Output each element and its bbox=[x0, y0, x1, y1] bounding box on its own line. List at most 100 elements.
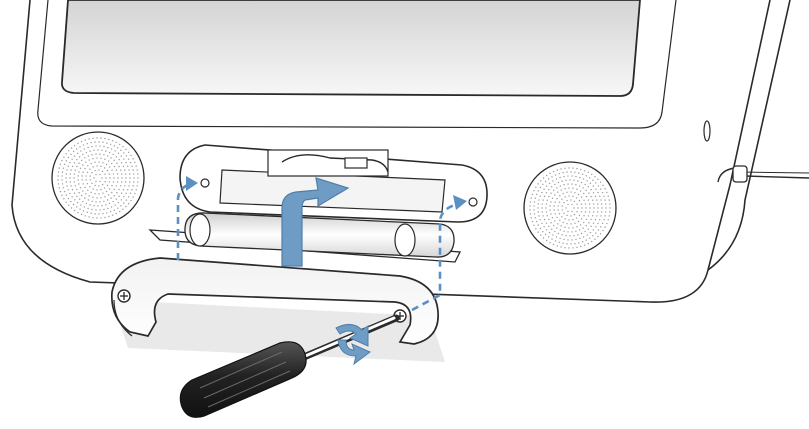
speaker-dot bbox=[538, 199, 540, 201]
memory-slot-area bbox=[267, 149, 389, 177]
speaker-dot bbox=[82, 200, 84, 203]
speaker-dot bbox=[580, 203, 583, 205]
bezel-inner-line bbox=[37, 0, 677, 129]
speaker-dot bbox=[80, 140, 83, 143]
speaker-dot bbox=[73, 177, 75, 179]
speaker-dot bbox=[592, 211, 595, 213]
speaker-dot bbox=[86, 171, 89, 173]
speaker-dot bbox=[127, 165, 129, 167]
speaker-dot bbox=[125, 177, 127, 179]
speaker-dot bbox=[557, 191, 559, 193]
speaker-dot bbox=[59, 163, 62, 166]
speaker-dot bbox=[585, 207, 587, 209]
speaker-dot bbox=[94, 184, 96, 187]
speaker-dot bbox=[72, 203, 75, 206]
speaker-dot bbox=[111, 169, 113, 171]
speaker-dot bbox=[132, 158, 134, 160]
speaker-dot bbox=[543, 218, 546, 221]
speaker-dot bbox=[85, 193, 87, 195]
speaker-dot bbox=[116, 192, 118, 194]
speaker-dot bbox=[93, 149, 95, 151]
speaker-dot bbox=[129, 192, 132, 195]
speaker-dot bbox=[132, 196, 134, 198]
speaker-dot bbox=[563, 175, 565, 178]
speaker-dot bbox=[78, 162, 80, 164]
speaker-dot bbox=[131, 188, 133, 191]
speaker-dot bbox=[129, 161, 132, 164]
speaker-dot bbox=[590, 188, 592, 191]
speaker-dot bbox=[108, 166, 111, 168]
speaker-dot bbox=[563, 212, 565, 214]
speaker-dot bbox=[596, 199, 598, 201]
speaker-dot bbox=[542, 215, 544, 217]
speaker-dot bbox=[70, 153, 72, 156]
speaker-dot bbox=[125, 161, 127, 164]
speaker-dot bbox=[61, 175, 63, 177]
speaker-dot bbox=[585, 195, 588, 198]
speaker-dot bbox=[106, 155, 109, 157]
speaker-dot bbox=[597, 178, 599, 181]
speaker-dot bbox=[566, 243, 568, 245]
speaker-dot bbox=[107, 146, 109, 149]
speaker-dot bbox=[74, 185, 77, 187]
speaker-dot bbox=[578, 242, 580, 244]
speaker-dot bbox=[118, 195, 120, 198]
speaker-dot bbox=[113, 177, 115, 179]
speaker-dot bbox=[108, 138, 110, 141]
speaker-dot bbox=[583, 215, 585, 217]
speaker-dot bbox=[73, 144, 76, 147]
speaker-dot bbox=[77, 142, 79, 145]
speaker-dot bbox=[132, 169, 134, 171]
speaker-dot bbox=[537, 211, 539, 213]
speaker-dot bbox=[555, 178, 558, 180]
speaker-dot bbox=[105, 177, 107, 179]
speaker-dot bbox=[119, 143, 121, 146]
speaker-dot bbox=[115, 169, 118, 171]
speaker-dot bbox=[534, 197, 537, 199]
speaker-dot bbox=[83, 148, 86, 150]
speaker-dot bbox=[129, 173, 131, 175]
speaker-dot bbox=[557, 209, 559, 211]
speaker-dot bbox=[597, 207, 599, 209]
speaker-dot bbox=[539, 180, 542, 182]
speaker-dot bbox=[65, 177, 67, 179]
speaker-dot bbox=[592, 179, 594, 181]
speaker-dot bbox=[589, 207, 591, 209]
speaker-dot bbox=[113, 194, 115, 197]
speaker-dot bbox=[570, 223, 572, 225]
speaker-dot bbox=[587, 199, 590, 201]
speaker-dot bbox=[554, 174, 557, 176]
speaker-dot bbox=[129, 181, 131, 183]
speaker-dot bbox=[559, 176, 561, 179]
speaker-dot bbox=[81, 179, 83, 181]
speaker-dot bbox=[71, 165, 74, 168]
speaker-left-grille bbox=[51, 131, 145, 225]
speaker-dot bbox=[585, 189, 587, 192]
speaker-dot bbox=[95, 201, 97, 203]
speaker-dot bbox=[133, 173, 135, 175]
speaker-dot bbox=[69, 161, 71, 164]
speaker-dot bbox=[575, 217, 578, 219]
speaker-dot bbox=[61, 179, 63, 181]
screwdriver-handle-grip bbox=[199, 351, 291, 408]
speaker-dot bbox=[574, 242, 576, 245]
speaker-dot bbox=[584, 203, 587, 205]
speaker-dot bbox=[554, 194, 556, 196]
speaker-dot bbox=[580, 181, 583, 184]
speaker-dot bbox=[572, 195, 574, 198]
speaker-dot bbox=[539, 219, 541, 221]
speaker-dot bbox=[574, 222, 576, 224]
speaker-dot bbox=[93, 177, 95, 179]
speaker-dot bbox=[127, 151, 130, 153]
speaker-dot bbox=[76, 158, 78, 161]
speaker-dot bbox=[530, 217, 532, 219]
speaker-dot bbox=[609, 203, 611, 205]
screen-glass bbox=[61, 0, 641, 97]
speaker-dot bbox=[564, 196, 566, 198]
speaker-dot bbox=[587, 242, 589, 245]
speaker-dot bbox=[125, 148, 127, 151]
speaker-dot bbox=[556, 197, 558, 200]
speaker-dot bbox=[65, 153, 67, 155]
speaker-dot bbox=[99, 201, 101, 203]
speaker-dot bbox=[79, 167, 82, 169]
